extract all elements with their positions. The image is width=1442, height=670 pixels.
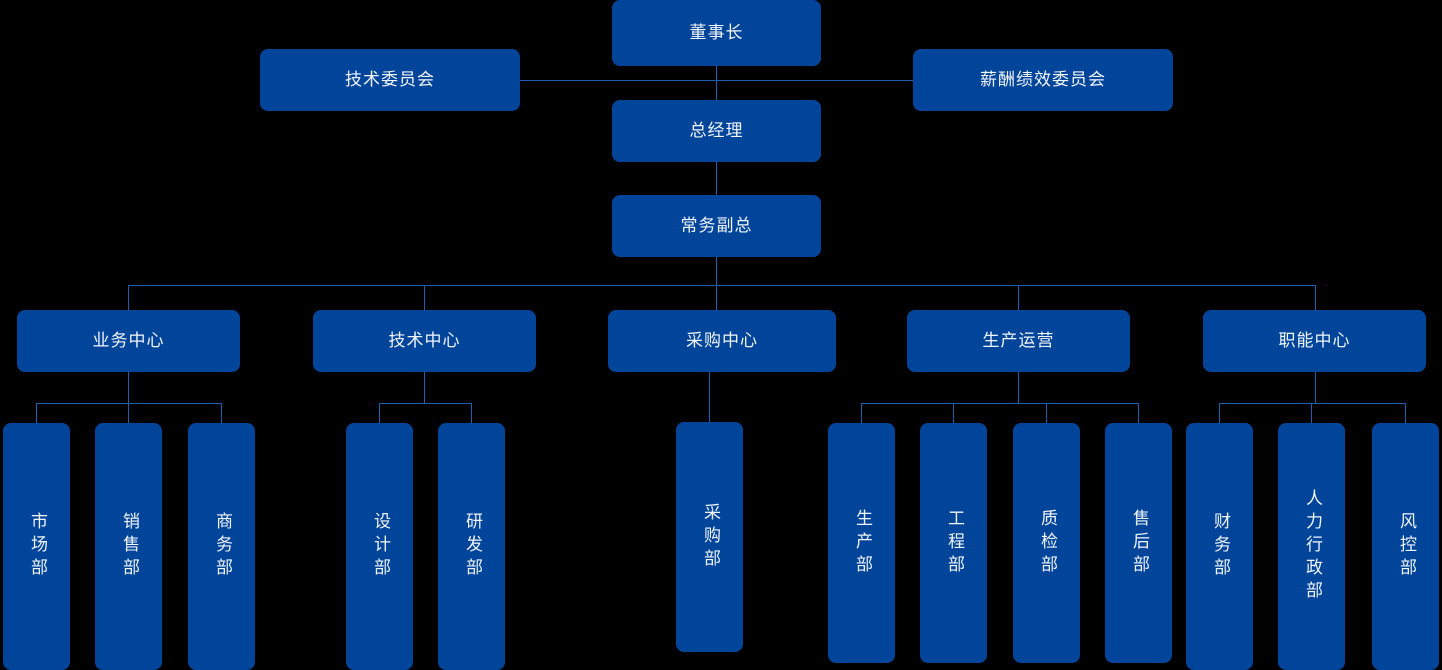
node-dept-aftersales[interactable]: 售后部 bbox=[1105, 423, 1172, 663]
node-executive-vp-label: 常务副总 bbox=[680, 215, 753, 235]
connector-centers-bus bbox=[128, 285, 1316, 286]
connector-center4-stem bbox=[1018, 372, 1019, 403]
node-dept-commerce-label: 商务部 bbox=[212, 512, 232, 581]
connector-center1-drop-2 bbox=[128, 403, 129, 423]
connector-center1-drop-1 bbox=[36, 403, 37, 423]
node-chairman-label: 董事长 bbox=[689, 22, 744, 42]
node-center-technology-label: 技术中心 bbox=[388, 330, 461, 350]
connector-center3-stem bbox=[709, 372, 710, 422]
connector-center5-bus bbox=[1219, 403, 1405, 404]
node-dept-rnd[interactable]: 研发部 bbox=[438, 423, 505, 670]
connector-bus-to-center-5 bbox=[1315, 285, 1316, 310]
connector-center2-stem bbox=[424, 372, 425, 403]
connector-center1-drop-3 bbox=[221, 403, 222, 423]
node-center-procurement[interactable]: 采购中心 bbox=[608, 310, 836, 372]
connector-committee-bus bbox=[519, 80, 914, 81]
connector-center5-stem bbox=[1315, 372, 1316, 403]
node-dept-sales-label: 销售部 bbox=[119, 512, 139, 581]
connector-center2-drop-1 bbox=[379, 403, 380, 423]
connector-bus-to-center-3 bbox=[716, 285, 717, 310]
node-general-manager-label: 总经理 bbox=[689, 120, 744, 140]
connector-center5-drop-2 bbox=[1311, 403, 1312, 423]
node-committee-technical-label: 技术委员会 bbox=[345, 69, 435, 89]
node-center-business-label: 业务中心 bbox=[92, 330, 165, 350]
node-dept-risk-control[interactable]: 风控部 bbox=[1372, 423, 1439, 670]
node-dept-design-label: 设计部 bbox=[370, 512, 390, 581]
node-dept-aftersales-label: 售后部 bbox=[1129, 508, 1149, 578]
connector-center5-drop-3 bbox=[1405, 403, 1406, 423]
node-committee-technical[interactable]: 技术委员会 bbox=[260, 49, 520, 111]
connector-center1-stem bbox=[128, 372, 129, 403]
node-dept-marketing[interactable]: 市场部 bbox=[3, 423, 70, 670]
node-dept-procurement[interactable]: 采购部 bbox=[676, 422, 743, 652]
connector-center4-drop-2 bbox=[953, 403, 954, 423]
connector-center4-drop-3 bbox=[1046, 403, 1047, 423]
node-dept-quality[interactable]: 质检部 bbox=[1013, 423, 1080, 663]
node-dept-marketing-label: 市场部 bbox=[27, 512, 47, 581]
connector-bus-to-center-2 bbox=[424, 285, 425, 310]
node-dept-rnd-label: 研发部 bbox=[462, 512, 482, 581]
node-chairman[interactable]: 董事长 bbox=[612, 0, 821, 66]
connector-center5-drop-1 bbox=[1219, 403, 1220, 423]
node-committee-compensation[interactable]: 薪酬绩效委员会 bbox=[913, 49, 1173, 111]
node-dept-sales[interactable]: 销售部 bbox=[95, 423, 162, 670]
node-dept-finance-label: 财务部 bbox=[1210, 512, 1230, 581]
node-center-production[interactable]: 生产运营 bbox=[907, 310, 1130, 372]
node-executive-vp[interactable]: 常务副总 bbox=[612, 195, 821, 257]
connector-bus-to-center-4 bbox=[1018, 285, 1019, 310]
node-dept-production[interactable]: 生产部 bbox=[828, 423, 895, 663]
node-dept-commerce[interactable]: 商务部 bbox=[188, 423, 255, 670]
node-center-production-label: 生产运营 bbox=[982, 330, 1055, 350]
node-committee-compensation-label: 薪酬绩效委员会 bbox=[980, 69, 1106, 89]
node-dept-quality-label: 质检部 bbox=[1037, 508, 1057, 578]
connector-center4-drop-1 bbox=[861, 403, 862, 423]
connector-center4-drop-4 bbox=[1138, 403, 1139, 423]
connector-gm-to-evp bbox=[716, 162, 717, 195]
node-dept-procurement-label: 采购部 bbox=[700, 502, 720, 572]
node-dept-engineering-label: 工程部 bbox=[944, 508, 964, 578]
node-dept-finance[interactable]: 财务部 bbox=[1186, 423, 1253, 670]
connector-bus-to-center-1 bbox=[128, 285, 129, 310]
connector-evp-to-centers-bus bbox=[716, 257, 717, 286]
connector-center2-drop-2 bbox=[471, 403, 472, 423]
node-dept-risk-control-label: 风控部 bbox=[1396, 512, 1416, 581]
connector-center2-bus bbox=[379, 403, 471, 404]
node-dept-hr-admin[interactable]: 人力行政部 bbox=[1278, 423, 1345, 670]
node-center-technology[interactable]: 技术中心 bbox=[313, 310, 536, 372]
connector-center4-bus bbox=[861, 403, 1138, 404]
node-dept-engineering[interactable]: 工程部 bbox=[920, 423, 987, 663]
node-center-procurement-label: 采购中心 bbox=[686, 330, 758, 350]
node-center-functional[interactable]: 职能中心 bbox=[1203, 310, 1426, 372]
connector-chairman-to-gm bbox=[716, 66, 717, 100]
node-general-manager[interactable]: 总经理 bbox=[612, 100, 821, 162]
node-dept-hr-admin-label: 人力行政部 bbox=[1302, 489, 1322, 604]
node-center-business[interactable]: 业务中心 bbox=[17, 310, 240, 372]
node-center-functional-label: 职能中心 bbox=[1278, 330, 1351, 350]
node-dept-production-label: 生产部 bbox=[852, 508, 872, 578]
node-dept-design[interactable]: 设计部 bbox=[346, 423, 413, 670]
